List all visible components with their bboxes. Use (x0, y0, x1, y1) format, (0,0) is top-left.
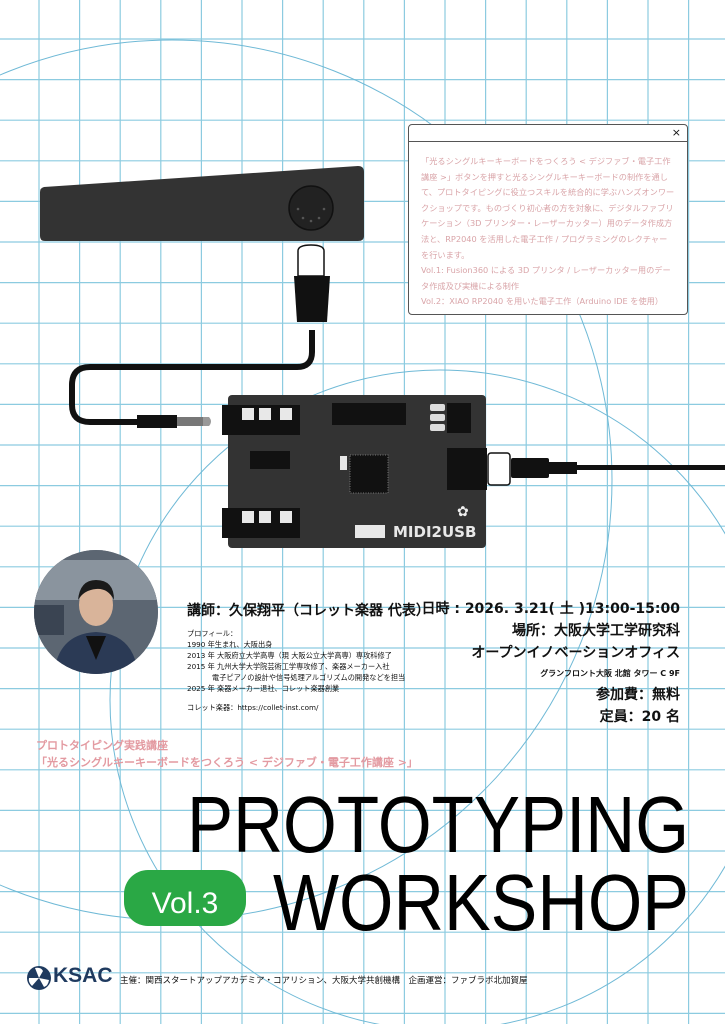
din-socket-icon (288, 185, 334, 231)
title-line1: PROTOTYPING (187, 780, 689, 869)
event-capacity: 定員：20 名 (599, 709, 680, 725)
profile-line: 電子ピアノの設計や信号処理アルゴリズムの開発などを担当 (212, 673, 406, 682)
event-datetime: 日時 : 2026. 3.21( 土 )13:00-15:00 (421, 601, 680, 617)
circle-medium (109, 369, 725, 1024)
midi-keyboard-illustration (40, 166, 364, 241)
event-place-2: オープンイノベーションオフィス (471, 645, 680, 661)
description-window: × 「光るシングルキーキーボードをつくろう < デジファブ・電子工作講座 >」ボ… (408, 124, 688, 315)
subtitle-line2: 「光るシングルキーキーボードをつくろう < デジファブ・電子工作講座 >」 (36, 756, 418, 769)
profile-line: 2015 年 九州大学大学院芸術工学専攻修了、楽器メーカー入社 (187, 662, 390, 671)
usb-cable (487, 452, 725, 486)
profile-line: 2025 年 楽器メーカー退社、コレット楽器創業 (187, 684, 340, 693)
event-info: 日時 : 2026. 3.21( 土 )13:00-15:00 場所：大阪大学工… (421, 598, 680, 728)
close-icon[interactable]: × (671, 126, 681, 139)
vol-badge (124, 870, 246, 926)
footer-credits: 主催：関西スタートアップアカデミア・コアリション、大阪大学共創機構 企画運営：フ… (120, 976, 528, 986)
ksac-logo-icon (27, 966, 51, 990)
instructor-avatar (34, 550, 158, 674)
profile-heading: プロフィール： (187, 629, 238, 638)
subtitle: プロトタイピング実践講座 「光るシングルキーキーボードをつくろう < デジファブ… (36, 737, 418, 771)
gear-icon: ✿ (457, 504, 469, 520)
midi-cable (69, 244, 330, 428)
profile-line: 1990 年生まれ、大阪出身 (187, 640, 273, 649)
event-place: 場所：大阪大学工学研究科 (512, 623, 680, 639)
vol1-text: Vol.1: Fusion360 による 3D プリンタ / レーザーカッター用… (421, 265, 671, 291)
event-address: グランフロント大阪 北館 タワー C 9F (540, 669, 680, 678)
description-text: 「光るシングルキーキーボードをつくろう < デジファブ・電子工作講座 >」ボタン… (421, 156, 675, 260)
window-titlebar: × (409, 125, 687, 142)
vol2-text: Vol.2：XIAO RP2040 を用いた電子工作（Arduino IDE を… (421, 296, 664, 307)
event-fee: 参加費：無料 (596, 687, 680, 703)
title-line2: WORKSHOP (273, 858, 689, 947)
instructor-info: 講師：久保翔平（コレット楽器 代表） プロフィール： 1990 年生まれ、大阪出… (187, 600, 430, 713)
subtitle-line1: プロトタイピング実践講座 (36, 739, 168, 752)
vol-badge-label: Vol.3 (152, 887, 219, 920)
profile-line: 2013 年 大阪府立大学高専（現 大阪公立大学高専）専攻科修了 (187, 651, 392, 660)
board-label: MIDI2USB (393, 523, 476, 541)
instructor-title: 講師：久保翔平（コレット楽器 代表） (187, 603, 430, 619)
midi2usb-board-illustration: ✿ MIDI2USB (222, 395, 487, 548)
company-link[interactable]: コレット楽器：https://collet-inst.com/ (187, 703, 319, 712)
ksac-logo-text: KSAC (53, 964, 113, 987)
